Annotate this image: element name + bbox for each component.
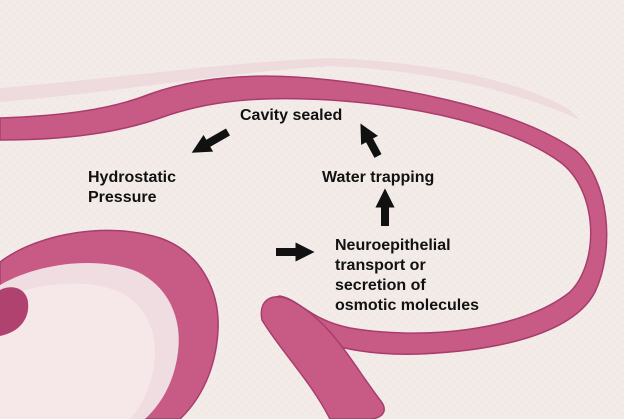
label-neuroepithelial-transport: Neuroepithelial transport or secretion o… [335,236,479,316]
label-water-trapping: Water trapping [322,168,434,188]
label-hydrostatic-pressure: Hydrostatic Pressure [88,168,176,208]
label-cavity-sealed: Cavity sealed [240,106,342,126]
